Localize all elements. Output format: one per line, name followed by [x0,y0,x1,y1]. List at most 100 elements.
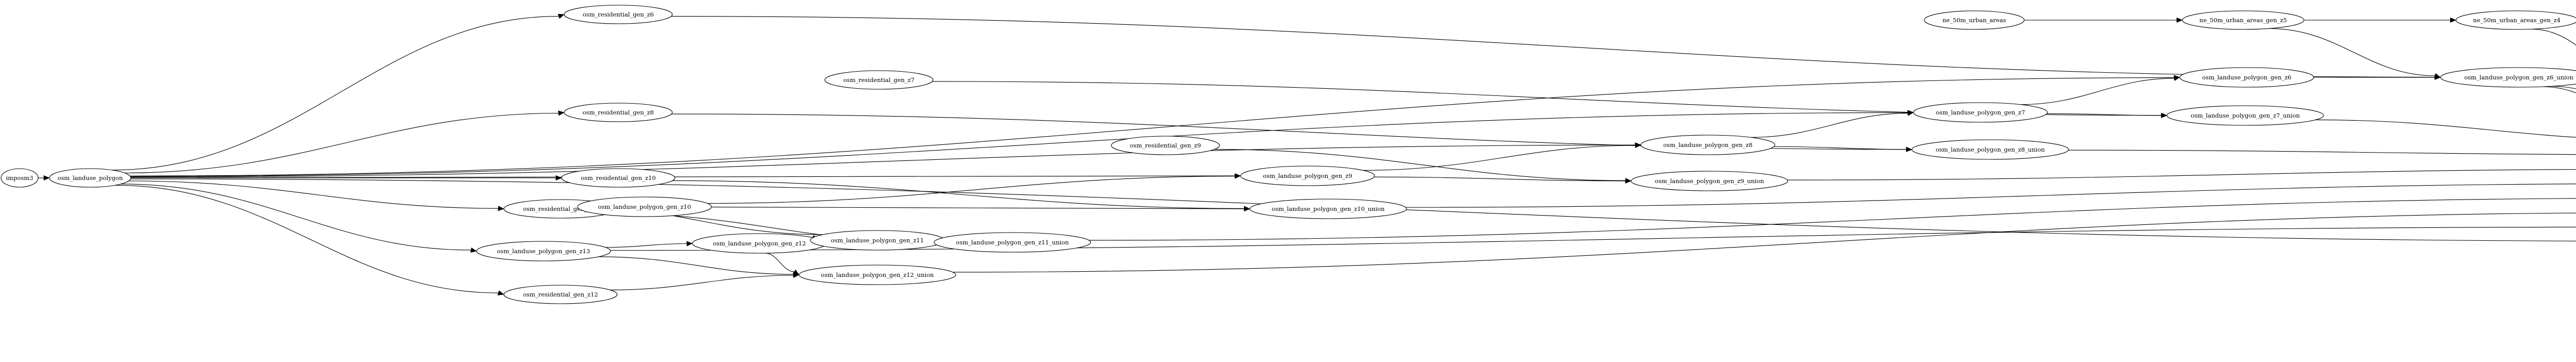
node-osm_landuse_polygon_gen_z8_union[interactable]: osm_landuse_polygon_gen_z8_union [1911,139,2069,160]
node-shape [1631,171,1788,191]
edge-arrowhead [2176,17,2183,23]
edge-arrowhead [1635,143,1641,149]
node-imposm3[interactable]: imposm3 [1,168,39,188]
edge-osm_landuse_polygon_gen_z12_union--to--layer_landuse.z12 [953,212,2576,273]
edge-arrowhead [43,175,50,181]
edge-osm_landuse_polygon_gen_z9--to--osm_landuse_polygon_gen_z8 [1363,145,1636,171]
edge-arrowhead [686,241,693,246]
edge-arrowhead [1244,206,1250,212]
node-osm_landuse_polygon_gen_z12_union[interactable]: osm_landuse_polygon_gen_z12_union [799,265,956,285]
edge-osm_landuse_polygon_gen_z7--to--osm_landuse_polygon_gen_z6 [2020,78,2175,105]
node-osm_landuse_polygon_gen_z12[interactable]: osm_landuse_polygon_gen_z12 [692,233,827,254]
node-shape [1249,199,1407,219]
node-shape [1,168,39,188]
node-osm_residential_gen_z6[interactable]: osm_residential_gen_z6 [564,5,673,24]
edge-osm_landuse_polygon_gen_z8--to--osm_landuse_polygon_gen_z8_union [1774,146,1907,150]
node-osm_residential_gen_z7[interactable]: osm_residential_gen_z7 [824,70,934,90]
node-shape [503,285,618,304]
edge-arrowhead [555,175,562,181]
node-osm_landuse_polygon_gen_z7_union[interactable]: osm_landuse_polygon_gen_z7_union [2166,105,2324,126]
node-ne_50m_urban_areas_gen_z4[interactable]: ne_50m_urban_areas_gen_z4 [2455,10,2576,30]
edge-arrowhead [498,206,504,211]
node-shape [2440,67,2576,88]
edge-osm_landuse_polygon_gen_z6_union--to--layer_landuse.z6 [2543,86,2576,93]
node-shape [692,233,827,254]
node-shape [2182,10,2304,30]
node-osm_landuse_polygon_gen_z9_union[interactable]: osm_landuse_polygon_gen_z9_union [1631,171,1788,191]
node-shape [1111,136,1220,155]
edge-arrowhead [1234,173,1241,179]
edge-osm_landuse_polygon_gen_z12--to--osm_landuse_polygon_gen_z12_union [765,253,794,272]
node-shape [49,168,131,188]
node-shape [1913,102,2048,123]
edge-arrowhead [470,247,477,253]
node-osm_landuse_polygon_gen_z11[interactable]: osm_landuse_polygon_gen_z11 [810,230,945,251]
node-osm_landuse_polygon_gen_z9[interactable]: osm_landuse_polygon_gen_z9 [1240,166,1375,186]
edge-arrowhead [1907,110,1914,116]
node-osm_landuse_polygon_gen_z6_union[interactable]: osm_landuse_polygon_gen_z6_union [2440,67,2576,88]
edge-osm_residential_gen_z12--to--osm_landuse_polygon_gen_z12_union [610,275,794,290]
edge-osm_landuse_polygon--to--osm_landuse_polygon_gen_z6 [130,77,2175,176]
node-shape [799,265,956,285]
edge-osm_residential_gen_z9--to--osm_landuse_polygon_gen_z9_union [1214,149,1626,181]
edge-osm_landuse_polygon_gen_z8--to--osm_landuse_polygon_gen_z7 [1751,113,1908,138]
edge-osm_landuse_polygon--to--osm_landuse_polygon_gen_z13 [121,184,471,251]
edge-osm_landuse_polygon--to--osm_landuse_polygon_gen_z9 [130,175,1235,178]
node-osm_landuse_polygon_gen_z6[interactable]: osm_landuse_polygon_gen_z6 [2179,67,2314,88]
node-shape [2166,105,2324,126]
edge-arrowhead [1906,146,1912,152]
edge-arrowhead [2161,112,2167,118]
node-osm_landuse_polygon_gen_z10_union[interactable]: osm_landuse_polygon_gen_z10_union [1249,199,1407,219]
edge-osm_landuse_polygon_gen_z10--to--osm_landuse_polygon_gen_z10_union [711,206,1245,209]
node-shape [564,5,673,24]
edge-osm_landuse_polygon--to--osm_residential_gen_z11 [128,180,499,209]
edge-osm_landuse_polygon--to--osm_landuse_polygon_gen_z8 [130,144,1636,177]
node-osm_residential_gen_z8[interactable]: osm_residential_gen_z8 [564,103,673,122]
edge-osm_landuse_polygon_gen_z7_union--to--layer_landuse.z7 [2315,119,2576,138]
node-shape [810,230,945,251]
node-osm_residential_gen_z9[interactable]: osm_residential_gen_z9 [1111,136,1220,155]
edge-osm_landuse_polygon_gen_z9--to--osm_landuse_polygon_gen_z9_union [1374,176,1626,182]
edge-arrowhead [1625,178,1632,184]
node-osm_landuse_polygon_gen_z11_union[interactable]: osm_landuse_polygon_gen_z11_union [934,232,1091,253]
edge-osm_landuse_polygon--to--osm_landuse_polygon_gen_z7 [130,112,1908,177]
edge-arrowhead [2174,75,2180,81]
node-shape [577,196,712,217]
edge-osm_landuse_polygon_gen_z8_union--to--layer_landuse.z8 [2068,150,2576,155]
node-shape [476,241,611,261]
edge-ne_50m_urban_areas_gen_z5--to--osm_landuse_polygon_gen_z6_union [2269,28,2435,76]
edge-osm_residential_gen_z10--to--osm_landuse_polygon_gen_z10_union [672,180,1245,209]
edge-arrowhead [557,13,565,19]
node-shape [1924,10,2025,30]
node-shape [564,103,673,122]
edge-osm_landuse_polygon_gen_z13--to--osm_landuse_polygon_gen_z12_union [598,256,794,275]
node-shape [2455,10,2576,30]
node-osm_landuse_polygon_gen_z13[interactable]: osm_landuse_polygon_gen_z13 [476,241,611,261]
edge-osm_landuse_polygon--to--osm_residential_gen_z12 [115,185,499,293]
node-shape [934,232,1091,253]
edge-arrowhead [2434,73,2441,78]
node-osm_landuse_polygon_gen_z8[interactable]: osm_landuse_polygon_gen_z8 [1640,135,1775,155]
edge-osm_landuse_polygon--to--osm_residential_gen_z8 [124,112,559,173]
edge-arrowhead [497,290,504,295]
node-osm_residential_gen_z10[interactable]: osm_residential_gen_z10 [561,168,675,188]
node-shape [2179,67,2314,88]
node-osm_landuse_polygon[interactable]: osm_landuse_polygon [49,168,131,188]
node-osm_residential_gen_z12[interactable]: osm_residential_gen_z12 [503,285,618,304]
edge-osm_landuse_polygon_gen_z9_union--to--layer_landuse.z9 [1787,169,2576,180]
node-ne_50m_urban_areas_gen_z5[interactable]: ne_50m_urban_areas_gen_z5 [2182,10,2304,30]
node-ne_50m_urban_areas[interactable]: ne_50m_urban_areas [1924,10,2025,30]
edge-osm_residential_gen_z6--to--osm_landuse_polygon_gen_z6_union [671,16,2435,78]
node-shape [561,168,675,188]
node-osm_landuse_polygon_gen_z10[interactable]: osm_landuse_polygon_gen_z10 [577,196,712,217]
edge-osm_landuse_polygon_gen_z10_union--to--layer_landuse.z10 [1405,184,2576,208]
edge-arrowhead [558,110,565,116]
edge-osm_landuse_polygon_gen_z13--to--osm_landuse_polygon_gen_z12 [605,243,687,248]
node-shape [1640,135,1775,155]
edge-osm_landuse_polygon_gen_z11_union--to--layer_landuse.z11 [1089,198,2576,241]
edge-osm_landuse_polygon--to--osm_residential_gen_z6 [112,16,559,171]
edges-layer [38,13,2576,295]
node-osm_landuse_polygon_gen_z7[interactable]: osm_landuse_polygon_gen_z7 [1913,102,2048,123]
